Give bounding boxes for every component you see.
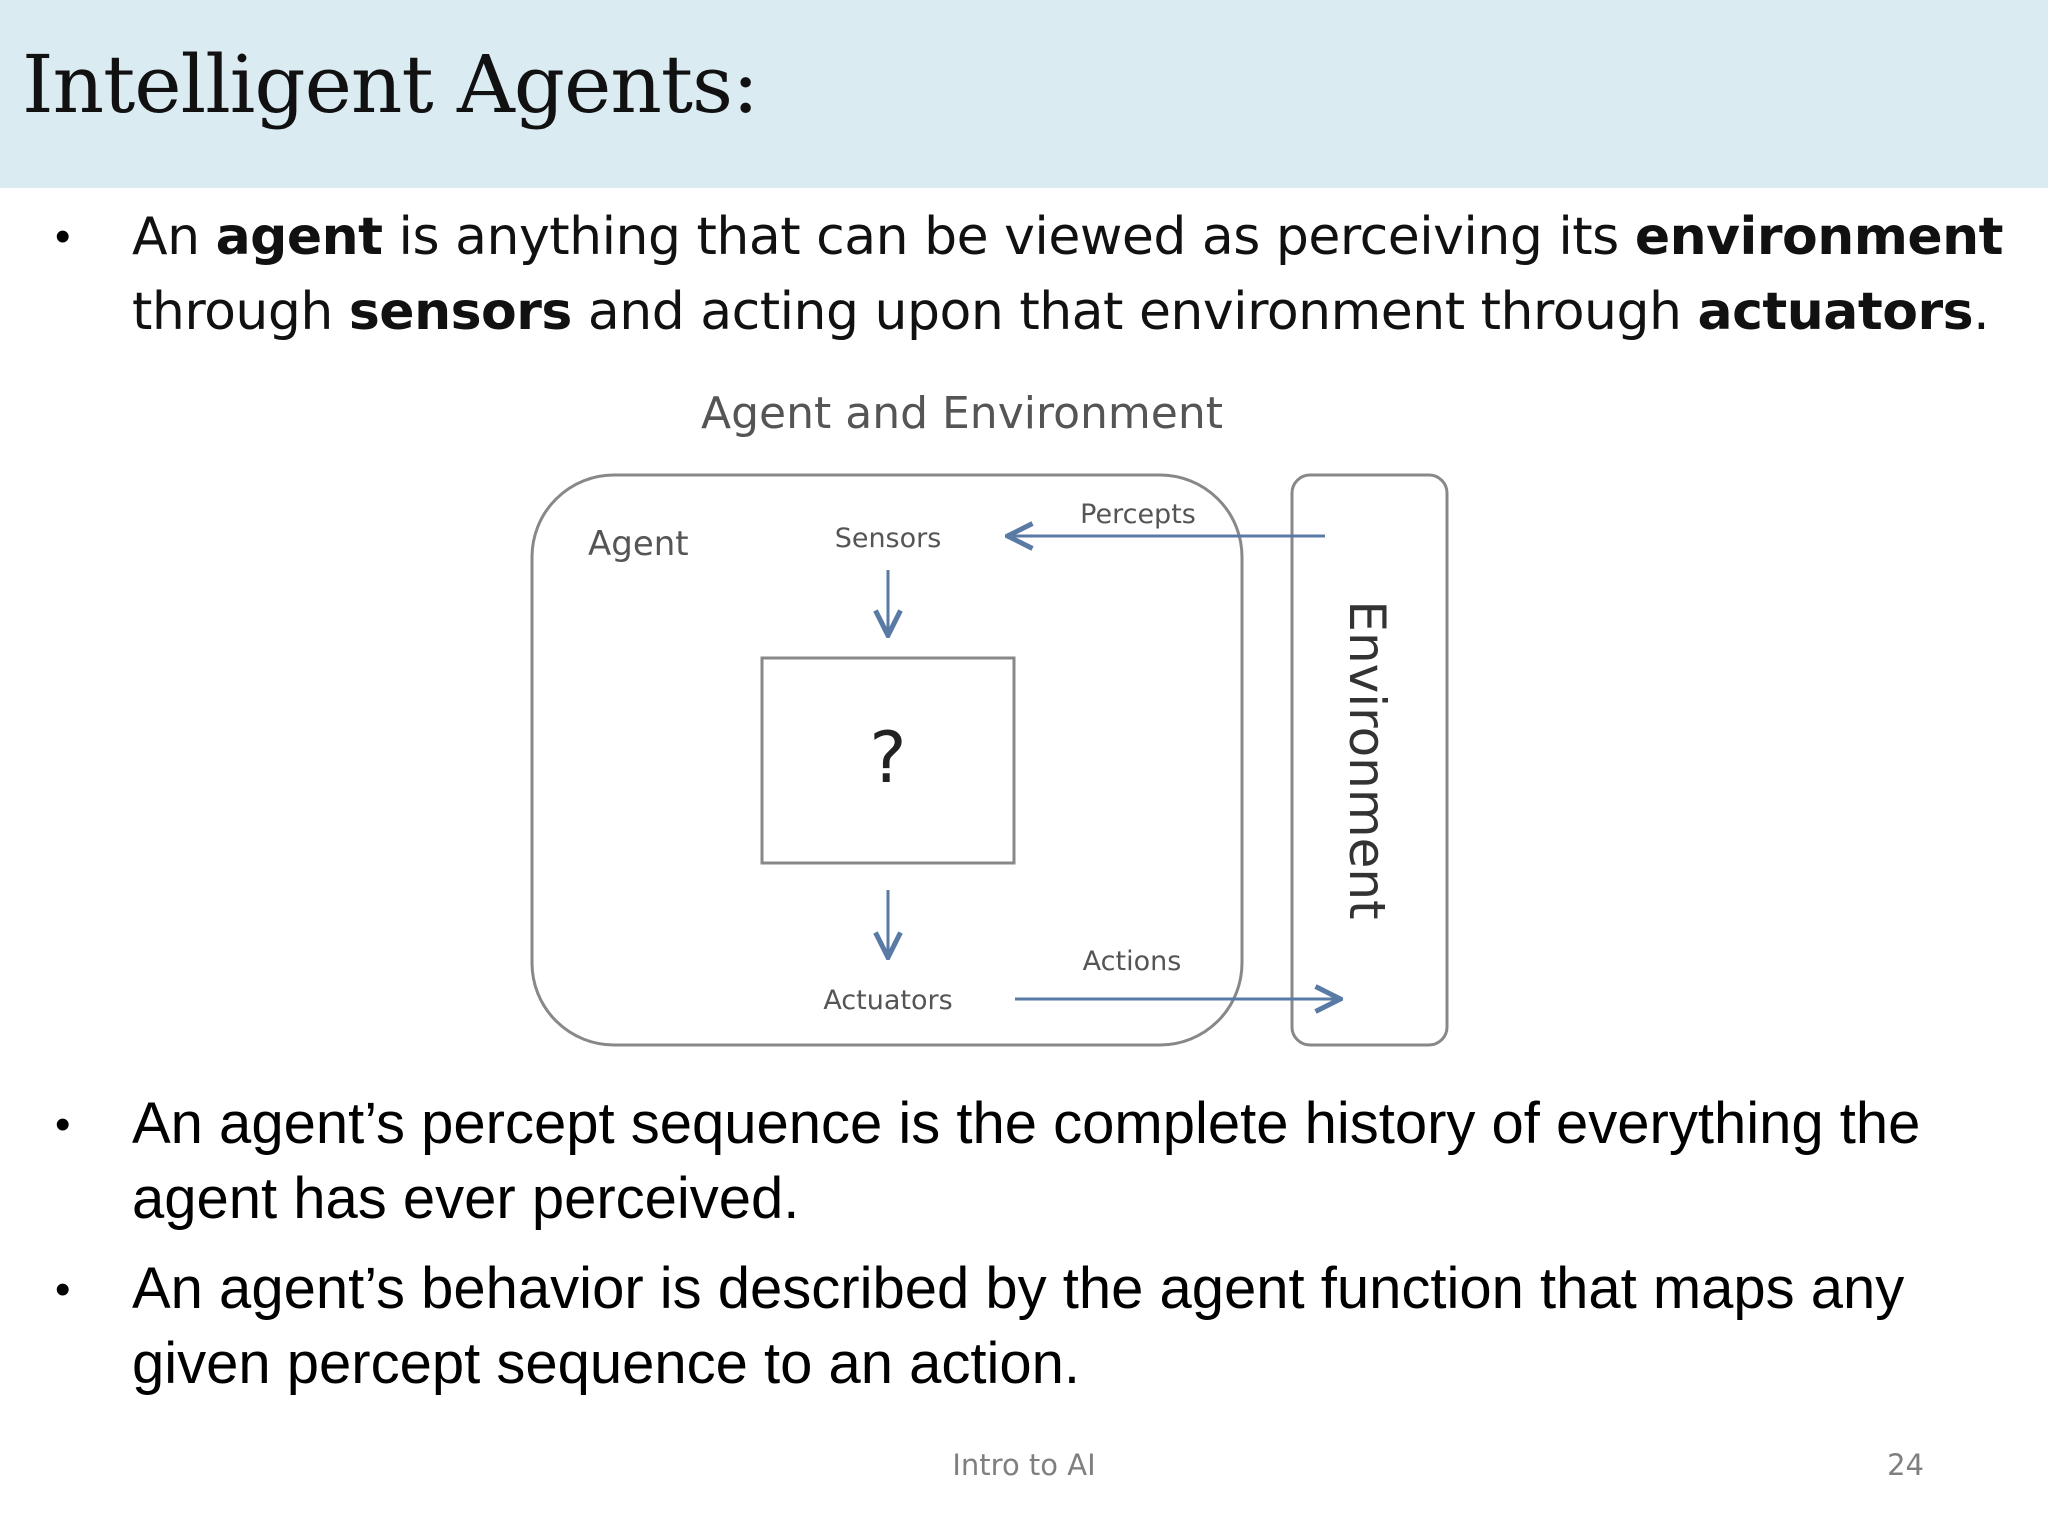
actions-label: Actions — [1083, 946, 1182, 977]
bullet-percept-sequence: An agent’s percept sequence is the compl… — [132, 1091, 1921, 1231]
footer-course-name: Intro to AI — [952, 1448, 1096, 1482]
term-environment: environment — [1634, 207, 2004, 267]
environment-label: Environment — [1338, 600, 1396, 919]
agent-program-unknown: ? — [869, 717, 906, 799]
text-segment: is anything that can be viewed as percei… — [382, 207, 1635, 267]
bullet-marker: • — [55, 212, 71, 261]
bullet-marker: • — [55, 1265, 71, 1314]
text-segment: through — [132, 282, 349, 342]
text-segment: and acting upon that environment through — [571, 282, 1698, 342]
bullet-agent-function: An agent’s behavior is described by the … — [132, 1256, 1905, 1396]
agent-box — [530, 473, 1244, 1047]
term-agent: agent — [215, 207, 383, 267]
agent-label: Agent — [588, 524, 689, 564]
sensors-label: Sensors — [835, 523, 942, 554]
agent-program-box — [760, 656, 1016, 865]
actuators-label: Actuators — [823, 985, 952, 1016]
percepts-label: Percepts — [1080, 499, 1196, 530]
environment-box — [1290, 473, 1449, 1047]
term-actuators: actuators — [1697, 282, 1974, 342]
text-segment: . — [1973, 282, 1990, 342]
bullet-marker: • — [55, 1100, 71, 1149]
bullet-agent-definition: An agent is anything that can be viewed … — [132, 200, 2012, 350]
diagram-title: Agent and Environment — [701, 388, 1223, 439]
term-sensors: sensors — [348, 282, 573, 342]
text-segment: An — [132, 207, 216, 267]
footer-page-number: 24 — [1887, 1448, 1924, 1482]
title-band — [0, 0, 2048, 188]
slide-title: Intelligent Agents: — [22, 38, 759, 131]
agent-environment-diagram: Agent and Environment Agent Sensors ? Ac… — [520, 375, 1470, 1070]
